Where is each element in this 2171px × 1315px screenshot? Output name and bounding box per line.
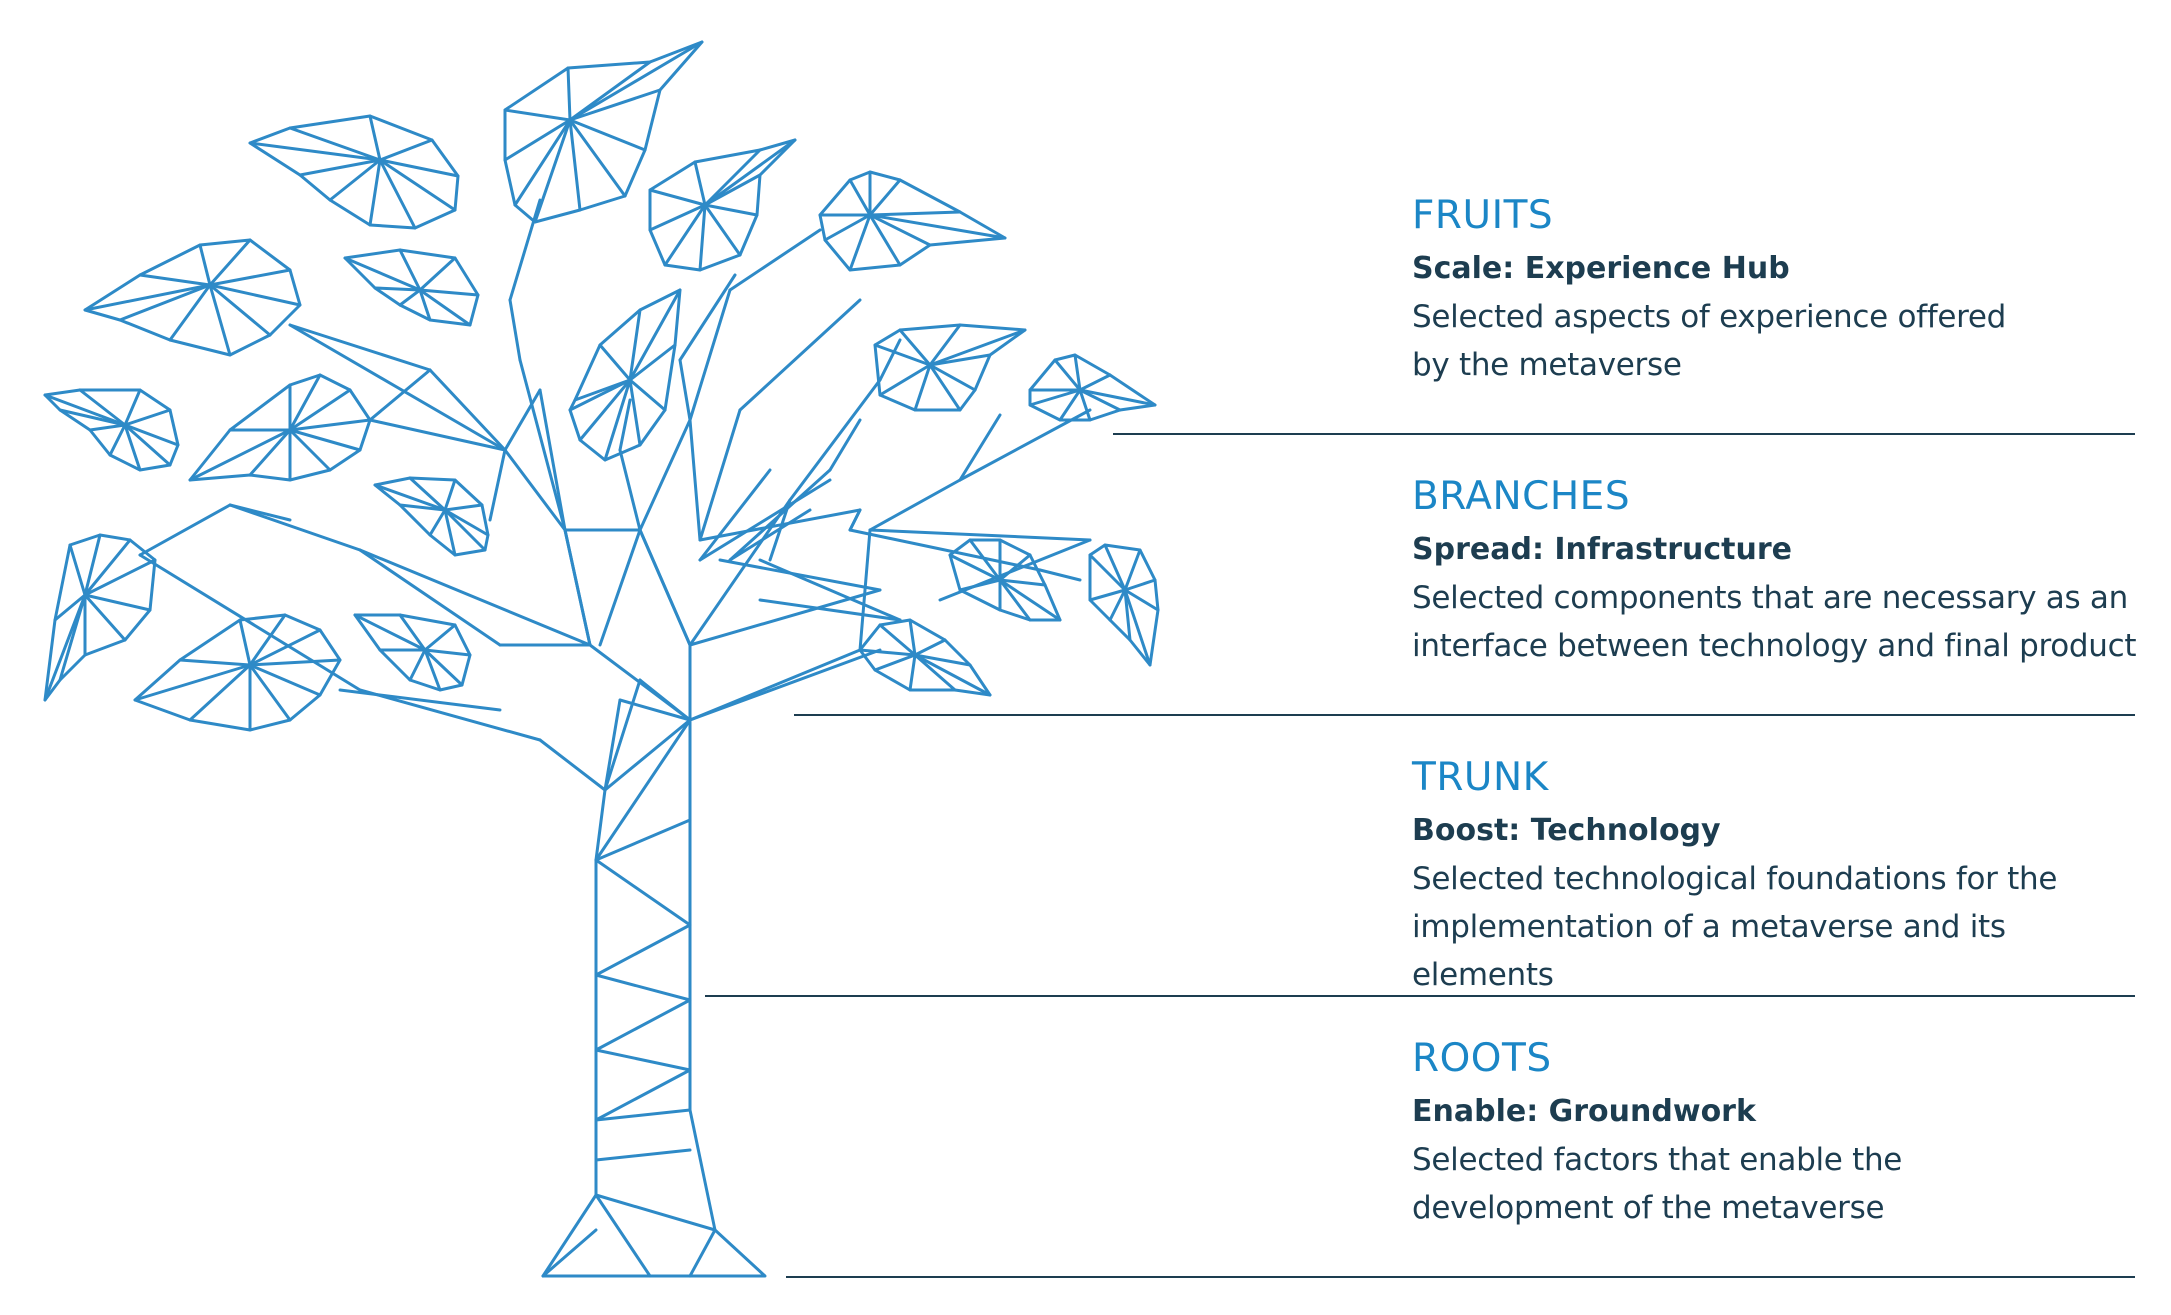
divider-roots [786,1276,2135,1278]
section-subtitle: Boost: Technology [1412,813,1721,848]
section-description: Selected technological foundations for t… [1412,861,2058,993]
leaves [43,40,1160,732]
section-branches: BRANCHES Spread: Infrastructure Selected… [1412,474,2152,670]
section-subtitle: Spread: Infrastructure [1412,532,1792,567]
divider-branches [794,714,2135,716]
section-description: Selected aspects of experience offered b… [1412,299,2007,383]
divider-fruits [1113,433,2135,435]
branch-lines [138,198,1092,792]
section-title: TRUNK [1412,755,1549,800]
section-subtitle: Enable: Groundwork [1412,1094,1756,1129]
divider-trunk [705,995,2135,997]
section-description: Selected factors that enable the develop… [1412,1142,1903,1226]
section-title: BRANCHES [1412,474,1631,519]
section-subtitle: Scale: Experience Hub [1412,251,1790,286]
section-trunk: TRUNK Boost: Technology Selected technol… [1412,755,2152,999]
section-description: Selected components that are necessary a… [1412,580,2137,664]
section-roots: ROOTS Enable: Groundwork Selected factor… [1412,1036,2152,1232]
section-fruits: FRUITS Scale: Experience Hub Selected as… [1412,193,2152,389]
section-title: FRUITS [1412,193,1554,238]
section-title: ROOTS [1412,1036,1552,1081]
